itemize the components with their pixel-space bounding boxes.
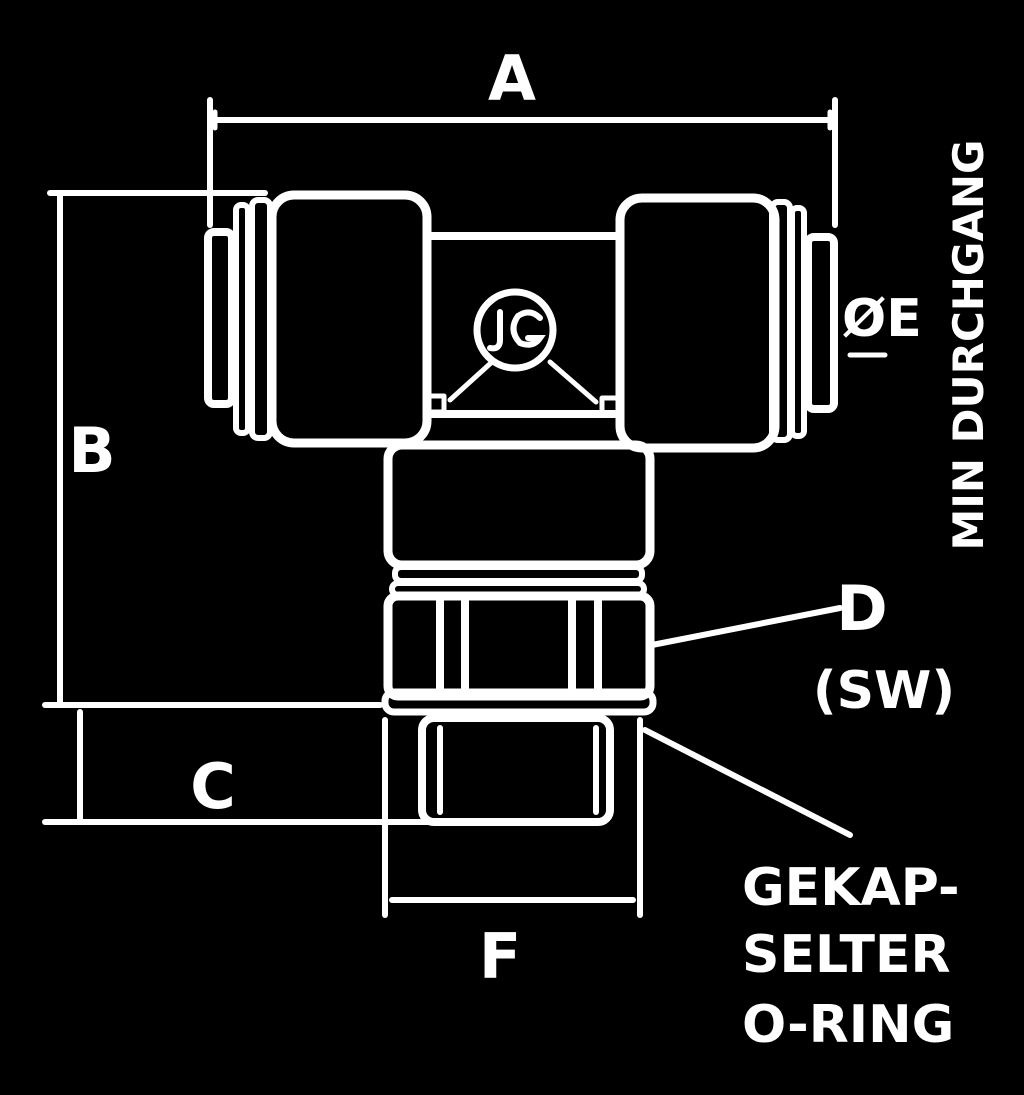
leader-o-ring [642,727,853,838]
leader-d [649,605,843,648]
label-e: ØE [842,289,922,349]
logo-circle [473,288,557,372]
label-c: C [190,750,236,823]
jg-logo-mark [487,309,546,352]
label-d: D [836,572,887,645]
left-body [267,190,432,448]
label-b: B [68,414,115,487]
center-bridge [423,232,624,418]
label-d-sw: (SW) [813,661,955,721]
label-f: F [479,920,521,993]
thread [418,714,614,826]
label-o-ring-line2: SELTER [742,925,951,985]
dimension-f-lines [382,717,643,918]
dimension-a-lines [207,97,838,228]
dimension-b-lines [42,190,383,708]
right-body [615,193,780,453]
label-a: A [488,42,536,115]
dimension-c-lines [42,709,433,825]
label-o-ring-line1: GEKAP- [742,858,960,918]
hex-nut [383,591,655,701]
left-collet [204,197,273,441]
label-o-ring-line3: O-RING [742,995,954,1055]
label-min-durchgang: MIN DURCHGANG [944,139,993,550]
encapsulated-o-ring [381,688,657,716]
